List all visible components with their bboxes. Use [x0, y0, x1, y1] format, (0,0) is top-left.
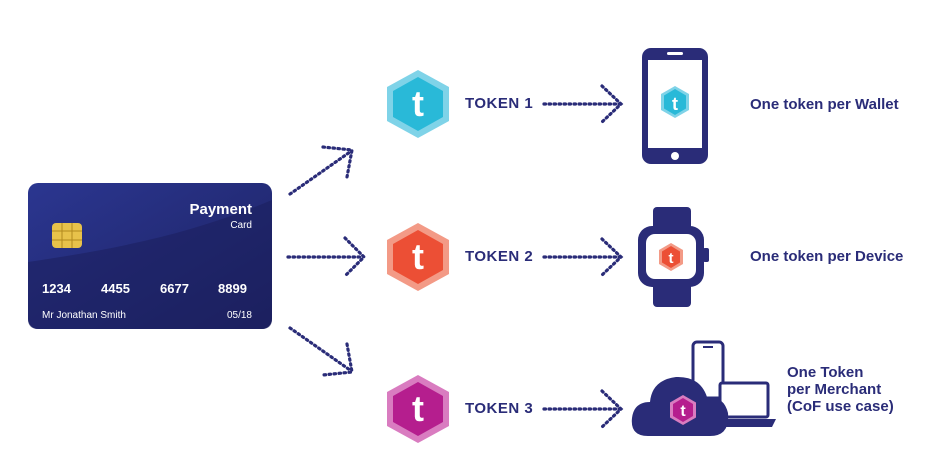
smartphone-token-glyph: t — [672, 94, 678, 114]
chip-icon — [52, 223, 82, 248]
arrow-card-to-token-3 — [288, 326, 354, 377]
token-3-label: TOKEN 3 — [465, 400, 534, 417]
smartphone-icon: t — [642, 48, 708, 164]
token-2-glyph: t — [412, 236, 424, 277]
token-2-label: TOKEN 2 — [465, 248, 534, 265]
card-expiry: 05/18 — [227, 310, 252, 321]
card-title: Payment — [189, 201, 252, 218]
arrow-card-to-token-2 — [286, 236, 367, 278]
arrow-token-1-to-device — [542, 84, 624, 124]
card-number-3: 6677 — [160, 281, 189, 296]
token-3-description-line-1: One Token — [787, 364, 864, 381]
arrow-token-2-to-device — [542, 237, 624, 277]
payment-card: Payment Card 1234 4455 6677 8899 Mr Jona… — [28, 183, 272, 329]
card-subtitle: Card — [230, 220, 252, 231]
smartwatch-token-glyph: t — [669, 250, 674, 267]
token-3-description: One Token per Merchant (CoF use case) — [787, 364, 894, 415]
arrow-card-to-token-1 — [288, 145, 354, 196]
token-2-hexagon-icon: t — [387, 223, 449, 291]
token-1-glyph: t — [412, 83, 424, 124]
card-number-4: 8899 — [218, 281, 247, 296]
smartwatch-icon: t — [638, 207, 709, 307]
token-1-hexagon-icon: t — [387, 70, 449, 138]
laptop-outline-icon — [712, 381, 776, 427]
arrow-token-3-to-device — [542, 389, 624, 429]
cloud-token-glyph: t — [680, 403, 686, 420]
token-2-description-line: One token per Device — [750, 248, 904, 265]
token-3-glyph: t — [412, 388, 424, 429]
cloud-devices-icon: t — [631, 340, 776, 436]
token-1-description: One token per Wallet — [750, 96, 899, 113]
token-1-label: TOKEN 1 — [465, 95, 534, 112]
card-number-2: 4455 — [101, 281, 130, 296]
card-holder: Mr Jonathan Smith — [42, 310, 126, 321]
token-3-description-line-2: per Merchant — [787, 381, 882, 398]
token-2-description: One token per Device — [750, 248, 903, 265]
card-number-1: 1234 — [42, 281, 72, 296]
phone-outline-icon — [691, 340, 725, 400]
token-1-description-line: One token per Wallet — [750, 96, 899, 113]
token-3-description-line-3: (CoF use case) — [787, 398, 894, 415]
token-3-hexagon-icon: t — [387, 375, 449, 443]
cloud-icon: t — [631, 376, 729, 436]
